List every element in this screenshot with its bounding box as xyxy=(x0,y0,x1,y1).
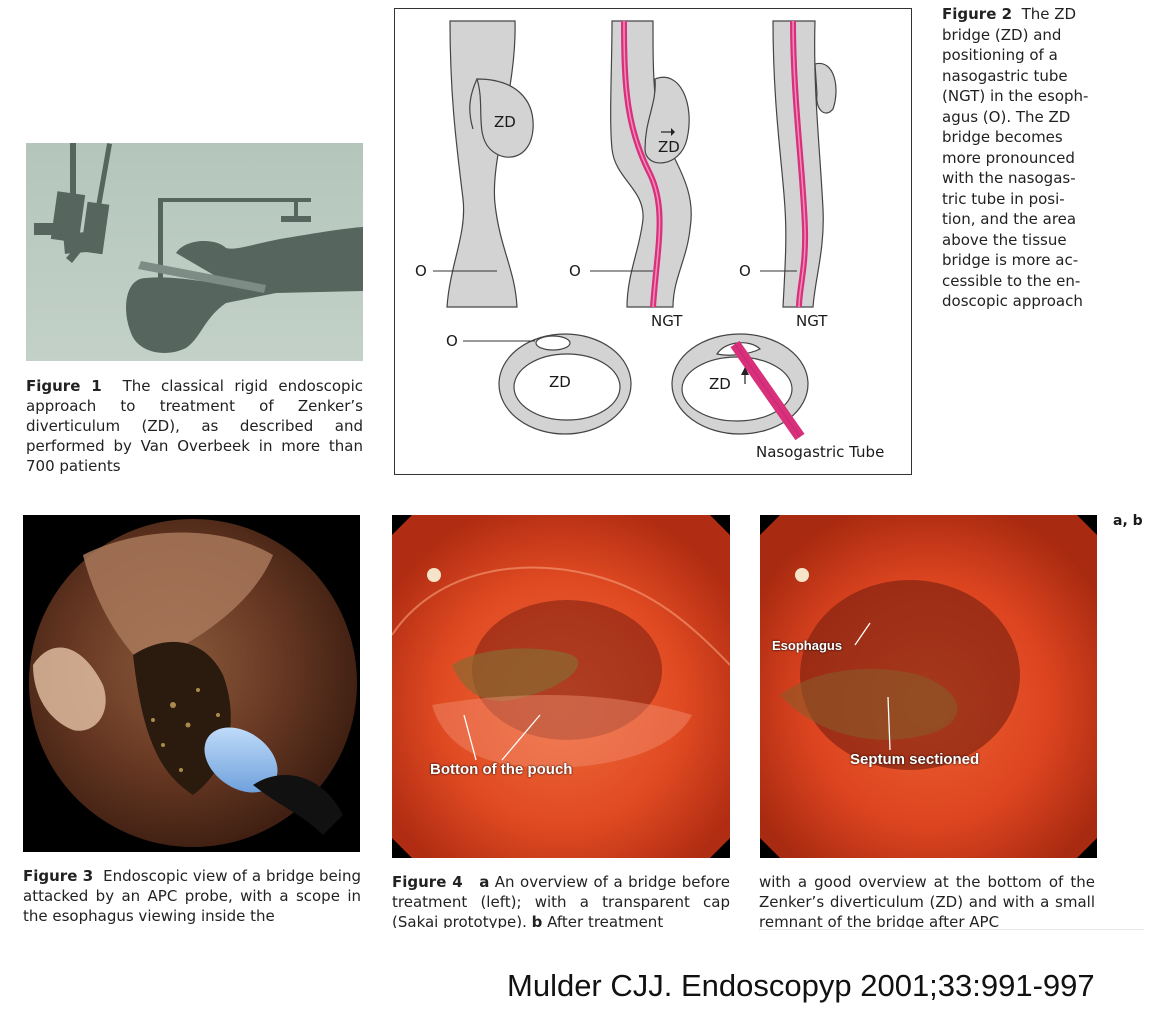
figure2-svg xyxy=(433,20,837,441)
figure1-label: Figure 1 xyxy=(26,377,102,395)
figure2-text-line: cessible to the en- xyxy=(942,271,1081,290)
figure3-text: Endoscopic view of a bridge being attack… xyxy=(23,867,361,925)
photo-b-label-esophagus: Esophagus xyxy=(772,638,843,653)
figure2-text-lines: bridge (ZD) and positioning of a nasogastr… xyxy=(942,25,1152,312)
figure3-endoscopic-view xyxy=(23,515,360,852)
o-label-panel-1: O xyxy=(415,262,427,280)
figure2-caption: Figure 2 The ZD bridge (ZD) and positioni… xyxy=(942,4,1152,312)
zd-pouch-panel-1 xyxy=(476,78,534,158)
zd-label-panel-1: ZD xyxy=(494,113,516,131)
figure4-part-a: a xyxy=(479,873,490,891)
figure3-label: Figure 3 xyxy=(23,867,94,885)
figure4b-endoscopic-view xyxy=(760,515,1097,858)
figure2-text-line: tric tube in posi- xyxy=(942,189,1065,208)
figure2-text-line: positioning of a xyxy=(942,46,1058,64)
figure2-text-line: bridge (ZD) and xyxy=(942,25,1062,44)
figure2-text-line: nasogastric tube xyxy=(942,66,1068,85)
figure3-caption: Figure 3 Endoscopic view of a bridge bei… xyxy=(23,866,361,926)
figure2-text-line: (NGT) in the esoph- xyxy=(942,87,1089,105)
zd-label-panel-2: ZD xyxy=(658,138,680,156)
figure4-text-continued: with a good overview at the bottom of th… xyxy=(759,873,1095,928)
zd-pouch-panel-3 xyxy=(814,62,837,114)
nasogastric-tube-label: Nasogastric Tube xyxy=(756,443,885,461)
citation: Mulder CJJ. Endoscopyp 2001;33:991-997 xyxy=(507,968,1095,1003)
zd-pouch-panel-2 xyxy=(644,76,690,164)
figure2-text-line: more pronounced xyxy=(942,148,1075,167)
o-label-cross-section: O xyxy=(446,332,458,350)
cross-section-left xyxy=(498,333,632,435)
figure4-part-b: b xyxy=(531,913,543,928)
figure2-text-line: with the nasogas- xyxy=(942,169,1076,187)
figure2-text-line: agus (O). The ZD xyxy=(942,107,1071,126)
o-label-panel-3: O xyxy=(739,262,751,280)
figure1-text: The classical rigid endoscopic approach … xyxy=(26,377,363,475)
ngt-label-panel-3: NGT xyxy=(796,312,828,330)
zd-label-cross-right: ZD xyxy=(709,375,731,393)
figure4-caption-part2: with a good overview at the bottom of th… xyxy=(759,872,1095,928)
figure2-text-line: bridge becomes xyxy=(942,128,1063,146)
figure2-text-line: bridge is more ac- xyxy=(942,251,1079,269)
figure2-diagram: ZD ZD O O O NGT NGT O ZD ZD Nasogastric … xyxy=(394,8,912,475)
figure4a-image: Botton of the pouch xyxy=(392,515,730,858)
photo-a-label: Botton of the pouch xyxy=(430,761,573,778)
photo-b-label-septum: Septum sectioned xyxy=(850,751,980,768)
panel-label-ab: a, b xyxy=(1113,513,1143,529)
figure4-text-b: After treatment xyxy=(547,913,664,928)
figure2-first-line: The ZD xyxy=(1021,5,1077,23)
figure4b-image: Esophagus Septum sectioned xyxy=(760,515,1097,858)
figure2-text-line: doscopic approach xyxy=(942,292,1083,310)
divider-line xyxy=(759,929,1144,930)
figure4-text-a: An overview of a bridge before treatment… xyxy=(392,873,730,928)
figure3-image xyxy=(23,515,360,852)
figure1-caption: Figure 1 The classical rigid endoscopic … xyxy=(26,376,363,476)
o-label-panel-2: O xyxy=(569,262,581,280)
figure1-image xyxy=(26,143,363,361)
figure1-illustration xyxy=(26,143,363,361)
zd-label-cross-left: ZD xyxy=(549,373,571,391)
figure2-text-line: tion, and the area xyxy=(942,210,1077,228)
esophagus-panel-1 xyxy=(446,20,518,308)
figure4-label: Figure 4 xyxy=(392,873,463,891)
figure2-text-line: above the tissue xyxy=(942,230,1067,249)
figure4a-endoscopic-view xyxy=(392,515,730,858)
figure4-caption-part1: Figure 4 a An overview of a bridge befor… xyxy=(392,872,730,928)
ngt-label-panel-2: NGT xyxy=(651,312,683,330)
figure2-label: Figure 2 xyxy=(942,5,1013,23)
